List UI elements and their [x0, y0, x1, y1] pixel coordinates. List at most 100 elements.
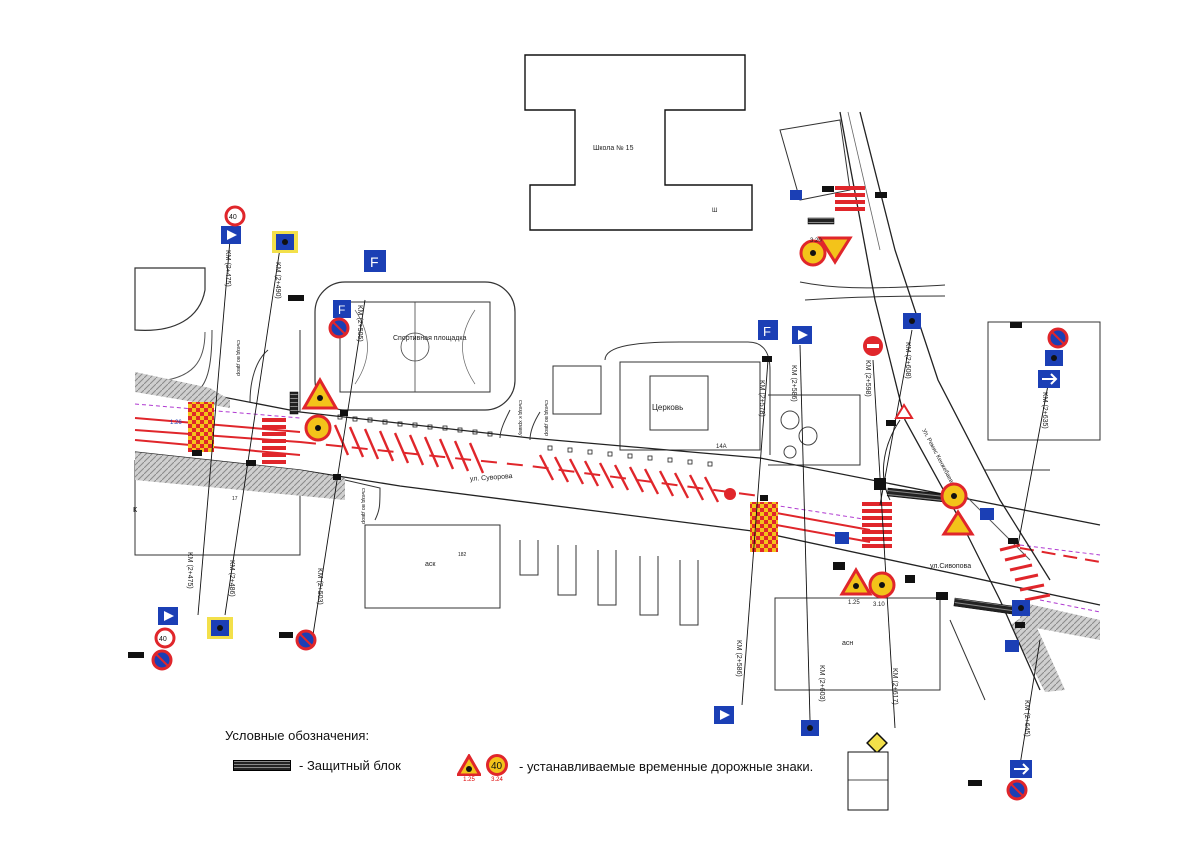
- roadwork-round-icon: [799, 239, 827, 267]
- church-complex: Церковь 14А: [552, 341, 861, 466]
- svg-text:40: 40: [159, 636, 167, 643]
- house-acn2-label: аcн: [842, 640, 853, 647]
- protective-block-swatch-icon: [233, 760, 291, 771]
- hatched-zone-left: [333, 424, 485, 474]
- school-label: Школа № 15: [593, 145, 634, 152]
- pedestrian-crossing-icon: [980, 508, 994, 520]
- roadwork-round-icon: [724, 488, 736, 500]
- sign-code-1: 3.20: [810, 238, 822, 244]
- driveway-label-1: съезд во двор: [235, 340, 241, 376]
- direction-sign-icon: [158, 607, 178, 625]
- left-edge-label: к: [133, 504, 137, 514]
- roadwork-zone-2: [750, 502, 778, 552]
- equipment-markers: [128, 186, 1025, 786]
- roadwork-zone-1: [188, 402, 214, 452]
- direction-sign-icon: [1038, 370, 1060, 388]
- street-sivopova-label: ул.Сивопова: [930, 563, 971, 570]
- lower-buildings: аск 182 аcн 17 к: [133, 460, 941, 691]
- speed-limit-signs: 40 40: [154, 205, 246, 649]
- roadwork-round-icon: [940, 482, 968, 510]
- sign-code-3: 3.10: [873, 602, 885, 608]
- school-number-label: Ш: [712, 208, 718, 214]
- sign-plate-board: [847, 751, 889, 811]
- house-17-label: 17: [232, 496, 238, 502]
- km-right-top: KM (2+635): [1041, 392, 1048, 429]
- km-bot-1: KM (2+475): [186, 552, 193, 589]
- svg-text:F: F: [338, 303, 345, 317]
- km-top-1: KM (2+475): [224, 250, 231, 287]
- legend-row-signs: 1.25 40 3.24 - устанавливаемые временные…: [457, 754, 813, 788]
- km-bot-3: KM (2+503): [316, 568, 323, 605]
- pedestrian-crossing-icon: [801, 720, 819, 736]
- roadwork-warning-icon: [301, 376, 339, 410]
- house-acn-label: аск: [425, 561, 436, 568]
- church-number-label: 14А: [716, 444, 727, 450]
- crosswalk-2: [862, 502, 892, 548]
- info-sign-icon: F: [364, 250, 386, 272]
- pedestrian-crossing-icon: [835, 532, 849, 544]
- svg-text:F: F: [370, 254, 379, 270]
- km-mid-top-3: KM (2+598): [864, 360, 871, 397]
- pedestrian-crossing-icon: [272, 231, 298, 253]
- protective-block-3: [807, 217, 835, 225]
- pedestrian-crossing-icon: [1045, 350, 1063, 366]
- protective-block-4: [289, 391, 299, 415]
- speed-limit-icon: 40: [224, 205, 246, 227]
- km-mid-top-4: KM (2+608): [904, 342, 911, 379]
- direction-sign-icon: [714, 706, 734, 724]
- roadwork-warning-icon: [839, 567, 873, 596]
- speed-limit-icon: 40: [154, 627, 176, 649]
- no-stopping-icon: [1006, 779, 1028, 801]
- ramp-label: 1.26: [170, 420, 182, 426]
- crosswalk-1: [262, 418, 286, 464]
- warning-triangle-icon: [894, 403, 914, 419]
- no-stopping-icon: [295, 629, 317, 651]
- info-sign-icon: F: [333, 300, 351, 318]
- crosswalk-4: [999, 543, 1051, 602]
- legend: Условные обозначения: - Защитный блок 1.…: [225, 728, 925, 808]
- km-mid-top-1: KM (2+578): [758, 380, 765, 417]
- priority-road-icon: [866, 732, 888, 754]
- house-182-label: 182: [458, 552, 467, 558]
- speed-limit-icon: 40 3.24: [485, 754, 509, 788]
- pedestrian-crossing-icon: [1005, 640, 1019, 652]
- driveways: [249, 330, 541, 521]
- direction-sign-icon: [1010, 760, 1032, 778]
- direction-sign-icon: [792, 326, 812, 344]
- sign-code-2: 1.25: [848, 600, 860, 606]
- legend-title: Условные обозначения:: [225, 728, 370, 743]
- driveway-label-3: съезд к храму: [517, 400, 523, 436]
- legend-code-2: 3.24: [491, 777, 503, 783]
- roadwork-warning-icon: 1.25: [457, 754, 481, 788]
- km-mid-bot-2: KM (2+603): [818, 665, 825, 702]
- right-buildings: [779, 119, 1101, 471]
- legend-row-block: - Защитный блок: [233, 758, 401, 773]
- km-right-bot: KM (2+645): [1023, 700, 1030, 737]
- no-stopping-icon: [1047, 327, 1069, 349]
- info-sign-icon: F: [758, 320, 778, 340]
- no-stopping-icon: [151, 649, 173, 671]
- school-building: Школа № 15 Ш: [524, 54, 753, 231]
- pedestrian-crossing-icon: [207, 617, 233, 639]
- pedestrian-crossing-icon: [790, 190, 802, 200]
- sport-ground-label: Спортивная площадка: [393, 335, 467, 342]
- driveway-label-4: съезд во двор: [543, 400, 549, 436]
- temp-signs: [301, 236, 975, 754]
- church-label: Церковь: [652, 403, 683, 412]
- legend-temp-signs: - устанавливаемые временные дорожные зна…: [519, 758, 814, 774]
- hatched-zone-mid: [538, 454, 720, 503]
- pedestrian-crossing-icon: [1012, 600, 1030, 616]
- legend-protective-block: - Защитный блок: [299, 758, 401, 773]
- protective-block-2: [953, 597, 1015, 615]
- crosswalk-3: [835, 186, 865, 211]
- km-top-2: KM (2+490): [274, 262, 281, 299]
- no-stopping-icon: [328, 317, 350, 339]
- roadwork-round-icon: [868, 571, 896, 599]
- side-street: [839, 111, 1051, 701]
- km-bot-2: KM (2+486): [228, 560, 235, 597]
- km-mid-bot-1: KM (2+586): [735, 640, 742, 677]
- svg-text:F: F: [763, 324, 771, 339]
- roadwork-round-icon: [304, 414, 332, 442]
- svg-text:40: 40: [229, 214, 237, 221]
